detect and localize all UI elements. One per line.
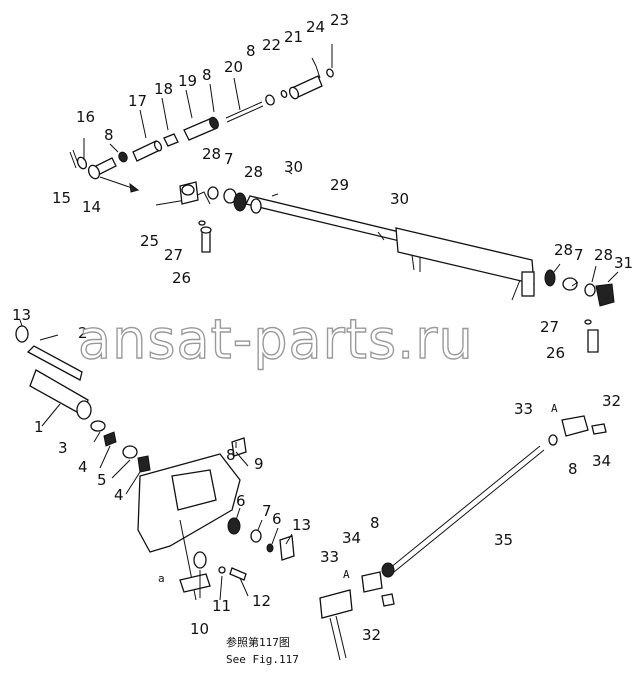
callout-28: 28 (244, 163, 263, 181)
callout-20: 20 (224, 58, 243, 76)
mark-a: a (158, 572, 165, 585)
left-lever-assembly (15, 325, 151, 473)
callout-33: 33 (320, 548, 339, 566)
callout-8: 8 (226, 446, 236, 464)
callout-18: 18 (154, 80, 173, 98)
letter-marks: A A a (158, 402, 558, 585)
callout-26: 26 (172, 269, 191, 287)
callout-14: 14 (82, 198, 101, 216)
callout-8: 8 (104, 126, 114, 144)
callout-35: 35 (494, 531, 513, 549)
callout-4: 4 (78, 458, 88, 476)
callout-8: 8 (202, 66, 212, 84)
reference-japanese: 参照第117图 (226, 635, 290, 649)
connecting-rod-assembly (319, 415, 607, 661)
callout-12: 12 (252, 592, 271, 610)
callout-6: 6 (236, 492, 246, 510)
callout-32: 32 (362, 626, 381, 644)
mark-a: A (343, 568, 350, 581)
callout-13: 13 (292, 516, 311, 534)
figure-reference: 参照第117图 See Fig.117 (226, 635, 299, 666)
callout-30: 30 (284, 158, 303, 176)
callout-29: 29 (330, 176, 349, 194)
callout-6: 6 (272, 510, 282, 528)
upper-right-clamp (544, 269, 615, 353)
callout-13: 13 (12, 306, 31, 324)
callout-8: 8 (568, 460, 578, 478)
callout-3: 3 (58, 439, 68, 457)
callout-19: 19 (178, 72, 197, 90)
callout-5: 5 (97, 471, 107, 489)
callout-28: 28 (594, 246, 613, 264)
callout-9: 9 (254, 455, 264, 473)
callout-7: 7 (262, 502, 272, 520)
top-fastener-chain (69, 65, 334, 193)
callout-10: 10 (190, 620, 209, 638)
upper-left-clamp (155, 181, 247, 253)
part-number-labels: 1 2 3 4 5 4 13 8 9 6 7 6 13 10 11 12 14 … (12, 11, 633, 644)
callout-21: 21 (284, 28, 303, 46)
callout-7: 7 (574, 246, 584, 264)
callout-1: 1 (34, 418, 44, 436)
callout-25: 25 (140, 232, 159, 250)
upper-shaft-assembly (245, 170, 535, 297)
callout-28: 28 (554, 241, 573, 259)
callout-4: 4 (114, 486, 124, 504)
callout-24: 24 (306, 18, 325, 36)
callout-15: 15 (52, 189, 71, 207)
callout-2: 2 (78, 324, 88, 342)
mounting-bracket (137, 437, 295, 601)
callout-22: 22 (262, 36, 281, 54)
callout-16: 16 (76, 108, 95, 126)
callout-7: 7 (224, 150, 234, 168)
callout-11: 11 (212, 597, 231, 615)
callout-8: 8 (246, 42, 256, 60)
callout-32: 32 (602, 392, 621, 410)
callout-28: 28 (202, 145, 221, 163)
callout-8: 8 (370, 514, 380, 532)
callout-26: 26 (546, 344, 565, 362)
callout-34: 34 (342, 529, 361, 547)
callout-33: 33 (514, 400, 533, 418)
callout-27: 27 (164, 246, 183, 264)
callout-23: 23 (330, 11, 349, 29)
reference-english: See Fig.117 (226, 653, 299, 666)
watermark: ansat-parts.ru (78, 308, 474, 371)
callout-leaders (19, 44, 619, 601)
callout-27: 27 (540, 318, 559, 336)
callout-17: 17 (128, 92, 147, 110)
callout-30: 30 (390, 190, 409, 208)
callout-31: 31 (614, 254, 633, 272)
callout-34: 34 (592, 452, 611, 470)
mark-a: A (551, 402, 558, 415)
